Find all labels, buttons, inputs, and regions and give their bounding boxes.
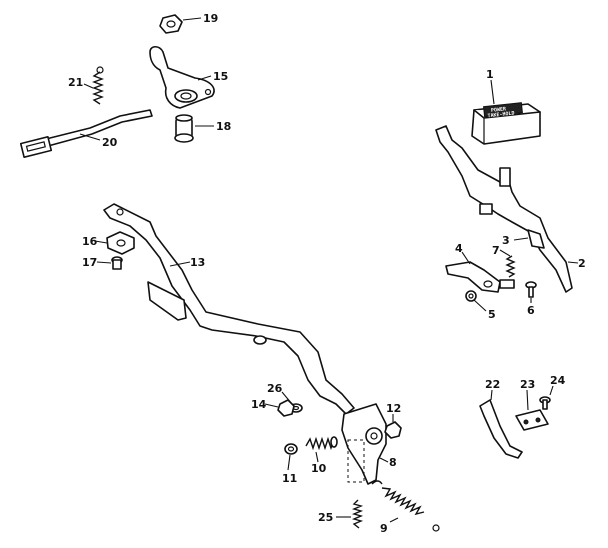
callout-19: 19 xyxy=(203,12,218,25)
part-1-decal: POWER TAKE-HOLD 1 xyxy=(471,68,541,145)
callout-2: 2 xyxy=(578,257,586,270)
part-15-bracket: 15 xyxy=(149,45,228,109)
callout-22: 22 xyxy=(485,378,500,391)
decal-line-2: TAKE-HOLD xyxy=(487,111,515,120)
part-2-bracket: 2 xyxy=(435,125,586,293)
part-24-screw: 24 xyxy=(539,374,566,410)
part-4-lever: 4 xyxy=(445,242,515,293)
part-13-linkage-arm: 13 xyxy=(103,203,355,415)
callout-18: 18 xyxy=(216,120,231,133)
callout-7: 7 xyxy=(492,244,500,257)
callout-5: 5 xyxy=(488,308,496,321)
callout-26: 26 xyxy=(267,382,283,395)
callout-10: 10 xyxy=(311,462,327,475)
part-11-clip: 11 xyxy=(282,443,298,485)
callout-1: 1 xyxy=(486,68,494,81)
callout-13: 13 xyxy=(190,256,205,269)
part-9-spring: 9 xyxy=(371,480,440,535)
callout-6: 6 xyxy=(527,304,535,317)
part-16-nut: 16 xyxy=(82,231,135,255)
callout-17: 17 xyxy=(82,256,97,269)
callout-8: 8 xyxy=(389,456,397,469)
part-23-plate: 23 xyxy=(515,378,549,431)
part-6-screw: 6 xyxy=(525,281,537,317)
decal-line-1: POWER xyxy=(491,106,508,114)
callout-3: 3 xyxy=(502,234,510,247)
callout-11: 11 xyxy=(282,472,297,485)
callout-24: 24 xyxy=(550,374,566,387)
callout-23: 23 xyxy=(520,378,535,391)
part-20-rod: 20 xyxy=(19,109,153,158)
part-10-spring: 10 xyxy=(305,436,338,475)
callout-16: 16 xyxy=(82,235,98,248)
callout-14: 14 xyxy=(251,398,267,411)
part-21-spring: 21 xyxy=(68,66,104,105)
part-7-spring: 7 xyxy=(492,244,516,278)
part-8-pivot-lever: 8 xyxy=(341,403,397,485)
callout-12: 12 xyxy=(386,402,401,415)
callout-9: 9 xyxy=(380,522,388,535)
part-22-strap: 22 xyxy=(479,378,523,459)
part-18-stud: 18 xyxy=(174,114,231,143)
part-3-tab: 3 xyxy=(502,229,545,249)
callout-20: 20 xyxy=(102,136,118,149)
part-12-nut: 12 xyxy=(384,402,402,439)
callout-4: 4 xyxy=(455,242,463,255)
part-19-hex-nut: 19 xyxy=(159,12,218,34)
callout-15: 15 xyxy=(213,70,228,83)
callout-25: 25 xyxy=(318,511,333,524)
callout-21: 21 xyxy=(68,76,83,89)
part-5-washer: 5 xyxy=(465,290,496,321)
part-25-spring: 25 xyxy=(318,499,364,529)
part-14-nut: 14 xyxy=(251,398,295,417)
part-17-screw: 17 xyxy=(82,256,123,270)
